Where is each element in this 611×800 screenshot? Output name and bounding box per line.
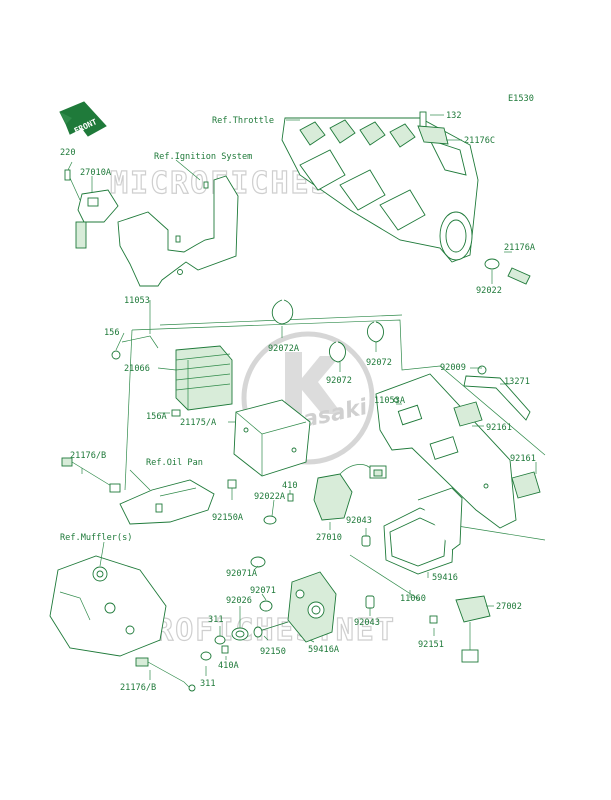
- bolt-92150a: [227, 479, 237, 489]
- label-92151: 92151: [418, 640, 444, 650]
- relay-27010: [313, 464, 387, 521]
- regulator-21066: [175, 345, 233, 411]
- sensor-21176a: [484, 258, 531, 285]
- screw-156: [111, 335, 159, 360]
- label-92043-lower: 92043: [354, 618, 380, 628]
- label-21176b-bottom: 21176/B: [120, 683, 156, 693]
- label-21175a: 21175/A: [180, 418, 217, 428]
- label-92072-right: 92072: [366, 358, 392, 368]
- fusebox-27002: [455, 595, 491, 663]
- label-92072a: 92072A: [268, 344, 300, 354]
- sensor-21176b-bottom: [135, 657, 196, 692]
- nut-410: [287, 493, 294, 502]
- label-27010a: 27010A: [80, 168, 112, 178]
- front-arrow-icon: FRONT: [59, 101, 107, 137]
- label-21066: 21066: [124, 364, 150, 374]
- nut-410a: [221, 645, 229, 654]
- label-92161-lower: 92161: [510, 454, 536, 464]
- sensor-21176b-top: [61, 457, 121, 493]
- ignition-bracket: [117, 175, 239, 287]
- label-92150: 92150: [260, 647, 286, 657]
- washer-92022a: [263, 515, 277, 525]
- label-156a: 156A: [146, 412, 168, 422]
- washer-311-upper: [214, 635, 226, 645]
- label-11053a: 11053A: [374, 396, 406, 406]
- label-21176c: 21176C: [464, 136, 495, 146]
- seal-92071: [259, 600, 273, 612]
- rubber-92161-upper: [453, 401, 483, 427]
- ref-oil-pan: Ref.Oil Pan: [146, 458, 203, 468]
- label-92026: 92026: [226, 596, 252, 606]
- sensor-21176c: [417, 111, 449, 145]
- label-13271: 13271: [504, 377, 530, 387]
- label-92150a: 92150A: [212, 513, 244, 523]
- ref-ignition-system: Ref.Ignition System: [154, 152, 252, 162]
- washer-311-lower: [200, 651, 212, 661]
- label-92071a: 92071A: [226, 569, 258, 579]
- label-220: 220: [60, 148, 76, 158]
- spacer-92043-upper: [361, 535, 371, 547]
- label-92022a: 92022A: [254, 492, 286, 502]
- clamp-92072-right: [367, 321, 384, 343]
- label-92072-mid: 92072: [326, 376, 352, 386]
- cap-92071a: [250, 556, 266, 568]
- clamp-92072a: [271, 299, 294, 325]
- label-59416a: 59416A: [308, 645, 340, 655]
- housing-59416a: [287, 571, 337, 643]
- label-11053: 11053: [124, 296, 150, 306]
- muffler-case: [49, 555, 167, 657]
- screw-156a: [160, 409, 181, 417]
- relay-27010a: [64, 169, 119, 249]
- label-11060: 11060: [400, 594, 426, 604]
- throttle-body: [281, 117, 479, 263]
- spacer-92043-lower: [365, 595, 375, 609]
- tray-outline: [124, 314, 546, 601]
- oil-pan: [119, 479, 215, 525]
- label-132: 132: [446, 111, 462, 121]
- rubber-92161-lower: [511, 471, 541, 499]
- label-311-upper: 311: [208, 615, 224, 625]
- label-92161-upper: 92161: [486, 423, 512, 433]
- label-21176b-top: 21176/B: [70, 451, 106, 461]
- label-27002: 27002: [496, 602, 522, 612]
- label-410: 410: [282, 481, 298, 491]
- ecu-21175a: [233, 399, 311, 477]
- label-92043-upper: 92043: [346, 516, 372, 526]
- label-59416: 59416: [432, 573, 458, 583]
- seal-92026: [231, 627, 249, 641]
- panel-11053a: [375, 373, 517, 529]
- label-311-lower: 311: [200, 679, 216, 689]
- bolt-92150: [253, 621, 289, 638]
- ref-throttle: Ref.Throttle: [212, 116, 274, 126]
- label-92071: 92071: [250, 586, 276, 596]
- ref-muffler: Ref.Muffler(s): [60, 533, 132, 543]
- label-92022: 92022: [476, 286, 502, 296]
- label-21176a: 21176A: [504, 243, 536, 253]
- diagram-code: E1530: [508, 94, 534, 104]
- cover-59416: [383, 487, 463, 575]
- label-27010: 27010: [316, 533, 342, 543]
- bolt-92151: [429, 615, 438, 624]
- clamp-92072-mid: [329, 341, 346, 363]
- label-156: 156: [104, 328, 120, 338]
- leader-lines: [67, 114, 537, 680]
- label-92009: 92009: [440, 363, 466, 373]
- label-410a: 410A: [218, 661, 240, 671]
